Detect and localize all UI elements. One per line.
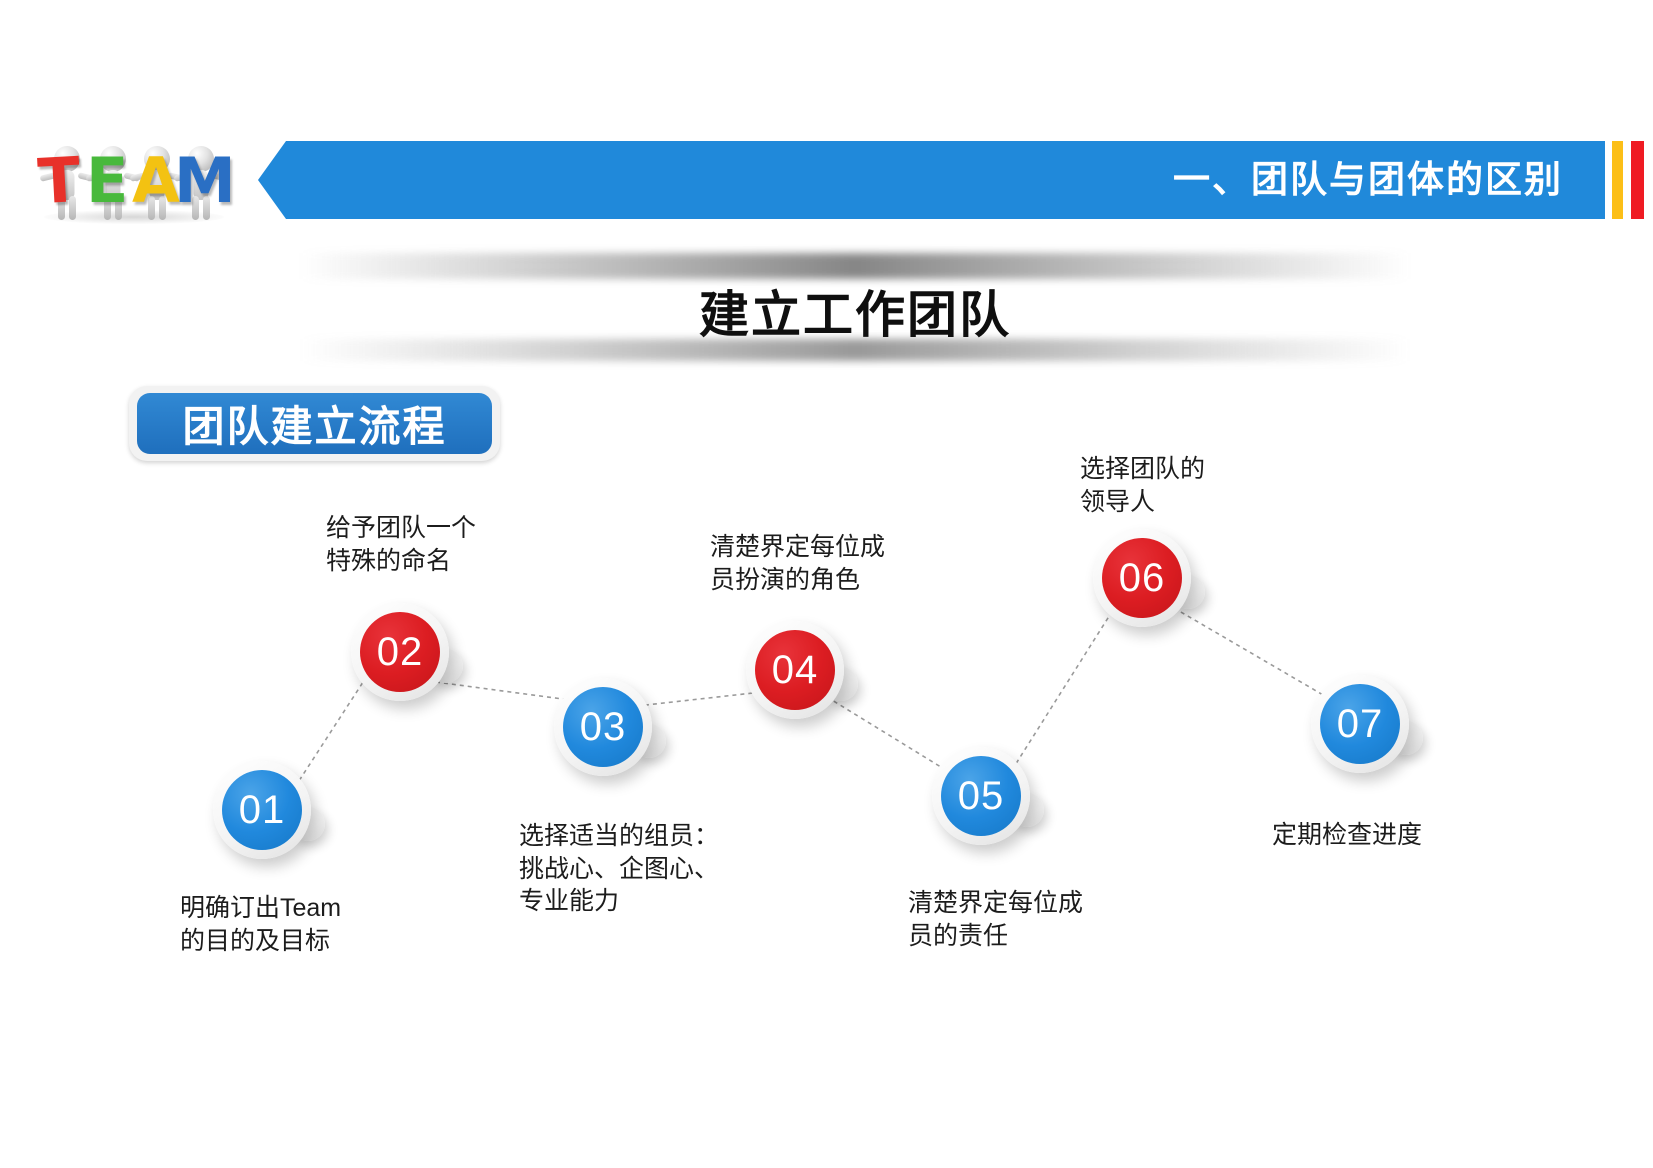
- node-number: 03: [579, 704, 627, 749]
- figure-leg-right-icon: [115, 196, 122, 220]
- section-label-inner: 团队建立流程: [137, 393, 492, 454]
- logo-letter-a: A: [132, 144, 180, 217]
- node-core: 03: [563, 687, 643, 767]
- flow-caption-06: 选择团队的 领导人: [1080, 455, 1206, 516]
- flow-caption-05: 清楚界定每位成 员的责任: [908, 889, 1084, 950]
- node-core: 04: [755, 630, 835, 710]
- figure-head-icon: [144, 146, 170, 172]
- node-number: 07: [1336, 701, 1384, 746]
- flow-caption-01: 明确订出Team 的目的及目标: [180, 894, 342, 955]
- figure-leg-left-icon: [192, 196, 199, 220]
- logo-figure-2: [85, 146, 141, 220]
- slide-title-block: 建立工作团队: [300, 243, 1410, 363]
- title-stripe-bottom: [300, 339, 1410, 361]
- figure-leg-left-icon: [58, 196, 65, 220]
- header-accent-bar-red: [1631, 141, 1644, 219]
- node-number: 05: [957, 773, 1005, 818]
- node-core: 01: [222, 770, 302, 850]
- connector-06-07: [1173, 607, 1331, 700]
- logo-letter-t: T: [36, 142, 83, 219]
- flow-node-03[interactable]: 03: [554, 678, 666, 776]
- flow-caption-03: 选择适当的组员： 挑战心、企图心、 专业能力: [519, 822, 720, 915]
- flow-node-01[interactable]: 01: [213, 761, 325, 859]
- team-logo: T E A M: [28, 118, 240, 226]
- node-core: 06: [1102, 538, 1182, 618]
- header-accent-bar-yellow: [1612, 141, 1623, 219]
- connector-03-04: [636, 691, 763, 707]
- flow-caption-02: 给予团队一个 特殊的命名: [326, 514, 477, 575]
- flow-node-02[interactable]: 02: [351, 603, 463, 701]
- flow-caption-07: 定期检查进度: [1272, 821, 1423, 849]
- figure-body-icon: [59, 170, 75, 200]
- figure-body-icon: [193, 170, 209, 200]
- figure-head-icon: [188, 146, 214, 172]
- logo-letter-e: E: [86, 144, 129, 217]
- node-number: 04: [771, 647, 819, 692]
- figure-leg-left-icon: [104, 196, 111, 220]
- header-arrow-shape: [258, 141, 1605, 219]
- figure-body-icon: [149, 170, 165, 200]
- figure-leg-left-icon: [148, 196, 155, 220]
- logo-ground-shadow: [44, 210, 224, 224]
- figure-body-icon: [105, 170, 121, 200]
- node-core: 05: [941, 756, 1021, 836]
- figure-leg-right-icon: [69, 196, 76, 220]
- header-title: 一、团队与团体的区别: [1173, 159, 1563, 200]
- figure-head-icon: [100, 146, 126, 172]
- flow-node-04[interactable]: 04: [746, 621, 858, 719]
- section-label-pill: 团队建立流程: [129, 386, 500, 461]
- flow-node-07[interactable]: 07: [1311, 675, 1423, 773]
- title-stripe-top: [300, 253, 1410, 279]
- flow-node-05[interactable]: 05: [932, 747, 1044, 845]
- logo-figure-4: [173, 146, 229, 220]
- connector-04-05: [826, 696, 950, 773]
- section-label-text: 团队建立流程: [182, 403, 447, 450]
- connector-05-06: [1011, 609, 1114, 771]
- flow-node-06[interactable]: 06: [1093, 529, 1205, 627]
- logo-figure-3: [129, 146, 185, 220]
- logo-figure-1: [39, 146, 95, 220]
- node-core: 02: [360, 612, 440, 692]
- node-number: 06: [1118, 555, 1166, 600]
- header-banner: 一、团队与团体的区别: [258, 141, 1605, 219]
- connector-02-03: [435, 681, 571, 701]
- figure-leg-right-icon: [203, 196, 210, 220]
- page-title: 建立工作团队: [699, 287, 1011, 343]
- node-core: 07: [1320, 684, 1400, 764]
- flow-caption-04: 清楚界定每位成 员扮演的角色: [710, 533, 886, 594]
- logo-letter-m: M: [174, 144, 236, 217]
- node-number: 02: [376, 629, 424, 674]
- figure-leg-right-icon: [159, 196, 166, 220]
- node-number: 01: [238, 787, 286, 832]
- figure-head-icon: [54, 146, 80, 172]
